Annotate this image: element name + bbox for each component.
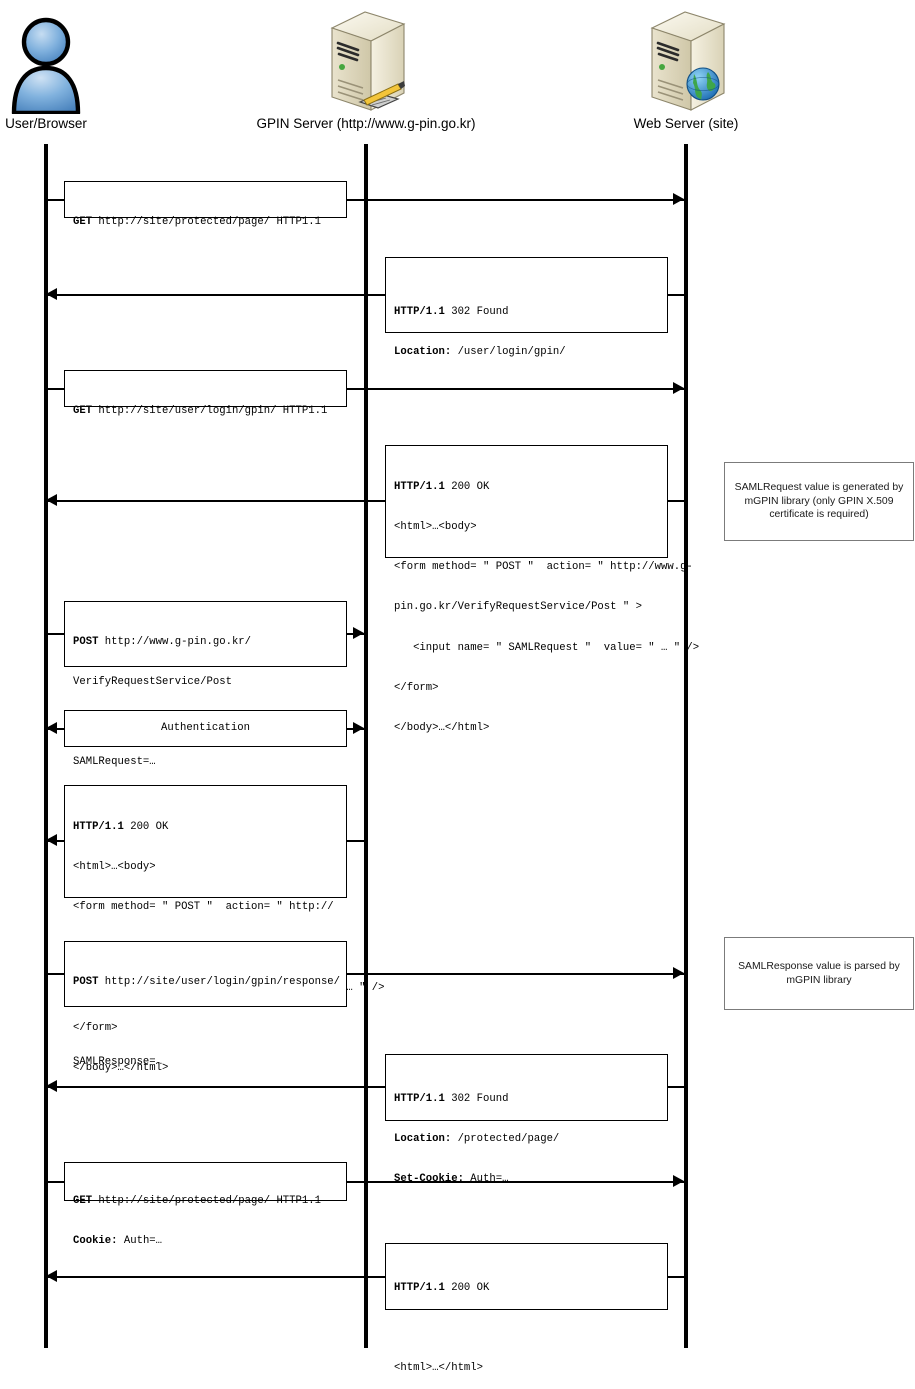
- m4-l0-bold: HTTP/1.1: [394, 480, 445, 493]
- arrow-head-m8: [673, 967, 684, 979]
- arrow-line-m8: [46, 973, 686, 975]
- message-box-m6: Authentication: [64, 710, 347, 747]
- server-tower-icon: [216, 6, 516, 114]
- lifeline-user: [44, 144, 48, 1348]
- m8-l0-rest: http://site/user/login/gpin/response/: [98, 975, 341, 988]
- m7-l5-rest: </form>: [73, 1021, 118, 1034]
- m5-l0-bold: POST: [73, 635, 99, 648]
- message-box-m5: POST http://www.g-pin.go.kr/ VerifyReque…: [64, 601, 347, 768]
- m4-l4-rest: <input name= " SAMLRequest " value= " … …: [394, 641, 700, 654]
- m8-l0-bold: POST: [73, 975, 99, 988]
- m2-l1-bold: Location:: [394, 346, 452, 359]
- m4-l1-rest: <html>…<body>: [394, 521, 477, 534]
- user-avatar-icon: [0, 6, 196, 114]
- arrow-line-m1: [46, 199, 686, 201]
- m11-l2-rest: <html>…</html>: [394, 1362, 484, 1375]
- note-saml-response-text: SAMLResponse value is parsed by mGPIN li…: [738, 961, 900, 986]
- m7-l1-rest: <html>…<body>: [73, 861, 156, 874]
- arrow-head-m5: [353, 627, 364, 639]
- m9-l2-rest: Auth=…: [463, 1173, 509, 1186]
- arrow-head-m7: [46, 834, 57, 846]
- m8-l2-rest: SAMLResponse=…: [73, 1056, 163, 1069]
- m4-l0-rest: 200 OK: [444, 480, 490, 493]
- actor-label-web: Web Server (site): [633, 116, 739, 131]
- actor-gpin: GPIN Server (http://www.g-pin.go.kr): [216, 6, 516, 132]
- m10-l1-bold: Cookie:: [73, 1235, 118, 1248]
- arrow-head-m2: [46, 288, 57, 300]
- m2-l0-bold: HTTP/1.1: [394, 305, 445, 318]
- m11-l0-bold: HTTP/1.1: [394, 1281, 445, 1294]
- message-box-m1: GET http://site/protected/page/ HTTP1.1: [64, 181, 347, 228]
- m9-l0-rest: 302 Found: [444, 1092, 509, 1105]
- m7-l0-bold: HTTP/1.1: [73, 820, 124, 833]
- arrow-line-m2: [46, 294, 686, 296]
- m4-l6-rest: </body>…</html>: [394, 722, 490, 735]
- m1-l0-rest: http://site/protected/page/ HTTP1.1: [92, 215, 321, 228]
- m3-l0-bold: GET: [73, 404, 93, 417]
- m2-l1-rest: /user/login/gpin/: [451, 346, 566, 359]
- arrow-head-m6-left: [46, 722, 57, 734]
- note-saml-request-text: SAMLRequest value is generated by mGPIN …: [734, 482, 904, 521]
- arrow-line-m4: [46, 500, 686, 502]
- m10-l0-rest: http://site/protected/page/ HTTP1.1: [92, 1194, 321, 1207]
- arrow-head-m4: [46, 494, 57, 506]
- actor-user: User/Browser: [0, 6, 196, 132]
- message-box-m2: HTTP/1.1 302 Found Location: /user/login…: [385, 257, 668, 358]
- actor-label-user: User/Browser: [5, 116, 87, 131]
- arrow-head-m3: [673, 382, 684, 394]
- m7-l2-rest: <form method= " POST " action= " http://: [73, 901, 334, 914]
- arrow-head-m10: [673, 1175, 684, 1187]
- note-saml-response: SAMLResponse value is parsed by mGPIN li…: [724, 937, 914, 1010]
- m9-l0-bold: HTTP/1.1: [394, 1092, 445, 1105]
- actor-label-gpin: GPIN Server (http://www.g-pin.go.kr): [256, 116, 476, 131]
- arrow-head-m1: [673, 193, 684, 205]
- m10-l1-rest: Auth=…: [117, 1235, 163, 1248]
- m9-l1-bold: Location:: [394, 1133, 452, 1146]
- m5-l3-rest: SAMLRequest=…: [73, 756, 156, 769]
- message-box-m3: GET http://site/user/login/gpin/ HTTP1.1: [64, 370, 347, 417]
- message-box-m11: HTTP/1.1 200 OK <html>…</html>: [385, 1243, 668, 1374]
- message-box-m4: HTTP/1.1 200 OK <html>…<body> <form meth…: [385, 445, 699, 734]
- arrow-head-m11: [46, 1270, 57, 1282]
- m5-l1-rest: VerifyRequestService/Post: [73, 676, 232, 689]
- note-saml-request: SAMLRequest value is generated by mGPIN …: [724, 462, 914, 541]
- arrow-line-m10: [46, 1181, 686, 1183]
- message-box-m7: HTTP/1.1 200 OK <html>…<body> <form meth…: [64, 785, 385, 1074]
- m7-l0-rest: 200 OK: [123, 820, 169, 833]
- arrow-line-m3: [46, 388, 686, 390]
- arrow-head-m6-right: [353, 722, 364, 734]
- m1-l0-bold: GET: [73, 215, 93, 228]
- m10-l0-bold: GET: [73, 1194, 93, 1207]
- lifeline-gpin: [364, 144, 368, 1348]
- arrow-line-m11: [46, 1276, 686, 1278]
- message-box-m8: POST http://site/user/login/gpin/respons…: [64, 941, 347, 1068]
- m9-l1-rest: /protected/page/: [451, 1133, 560, 1146]
- server-globe-icon: [536, 6, 836, 114]
- m11-l0-rest: 200 OK: [444, 1281, 490, 1294]
- m3-l0-rest: http://site/user/login/gpin/ HTTP1.1: [92, 404, 328, 417]
- m4-l2-rest: <form method= " POST " action= " http://…: [394, 561, 693, 574]
- message-box-m10: GET http://site/protected/page/ HTTP1.1 …: [64, 1162, 347, 1247]
- m4-l5-rest: </form>: [394, 681, 439, 694]
- arrow-line-m9: [46, 1086, 686, 1088]
- m5-l0-rest: http://www.g-pin.go.kr/: [98, 635, 252, 648]
- lifeline-web: [684, 144, 688, 1348]
- m6-label: Authentication: [160, 721, 250, 734]
- m4-l3-rest: pin.go.kr/VerifyRequestService/Post " >: [394, 601, 642, 614]
- message-box-m9: HTTP/1.1 302 Found Location: /protected/…: [385, 1054, 668, 1185]
- actor-web: Web Server (site): [536, 6, 836, 132]
- m7-l6-rest: </body>…</html>: [73, 1062, 169, 1075]
- m2-l0-rest: 302 Found: [444, 305, 509, 318]
- arrow-head-m9: [46, 1080, 57, 1092]
- m9-l2-bold: Set-Cookie:: [394, 1173, 464, 1186]
